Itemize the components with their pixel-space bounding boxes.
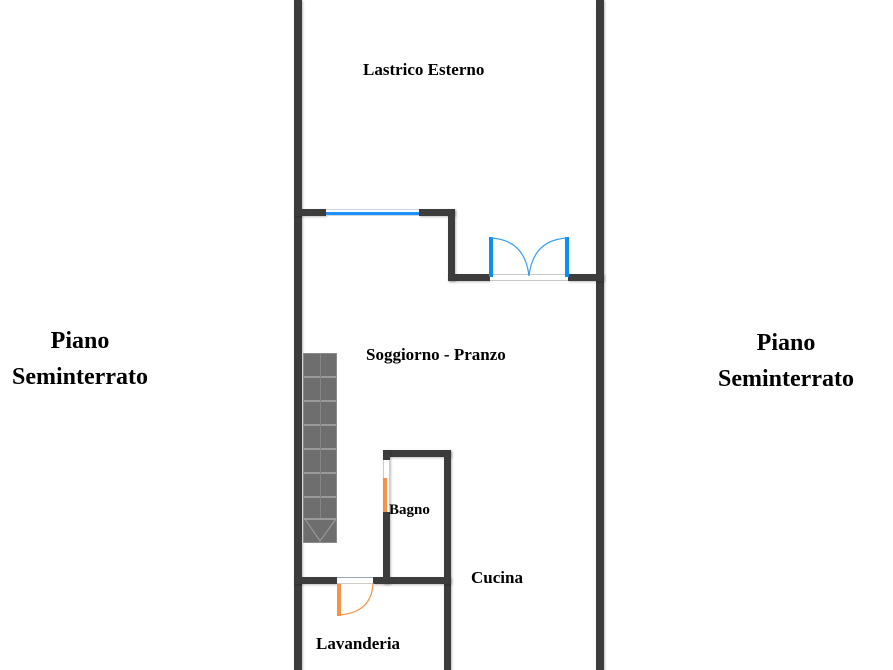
stairs [303,353,337,543]
room-label-bagno: Bagno [389,502,430,518]
lavanderia-door-leaf [337,584,341,616]
lavanderia-door-swing [339,582,374,616]
side-label-right-line1: Piano [756,330,816,356]
wall-right-outer [596,0,604,670]
wall-door-right-segment [568,274,604,281]
double-door-left-swing [490,237,530,277]
room-label-lastrico: Lastrico Esterno [363,60,485,79]
double-door-right-swing [528,237,568,277]
wall-door-left-segment [448,274,490,281]
wall-bagno-right [444,450,451,670]
side-label-right-line2: Seminterrato [718,366,854,392]
stair-arrow-icon [304,518,337,542]
wall-left-outer [294,0,302,670]
lavanderia-door-sill [337,577,373,584]
room-label-soggiorno: Soggiorno - Pranzo [366,345,506,364]
room-label-lavanderia: Lavanderia [316,634,401,653]
side-label-left: Piano Seminterrato [0,323,160,395]
wall-bagno-left [383,450,390,584]
side-label-left-line1: Piano [50,328,110,354]
stair-step [304,518,336,520]
wall-bagno-top [383,450,451,457]
double-door-left-leaf [489,237,493,277]
wall-lavanderia-top-right [373,577,451,584]
bagno-door-leaf [383,478,387,512]
wall-window-left-segment [294,209,326,216]
side-label-left-line2: Seminterrato [12,364,148,390]
window [326,209,419,216]
wall-window-right-segment [419,209,455,216]
wall-lavanderia-top-left [294,577,337,584]
room-label-cucina: Cucina [471,568,523,587]
stair-center-line [320,354,321,518]
window-glass [326,212,419,215]
wall-step-vertical [448,209,455,281]
side-label-right: Piano Seminterrato [706,325,866,397]
double-door-right-leaf [565,237,569,277]
